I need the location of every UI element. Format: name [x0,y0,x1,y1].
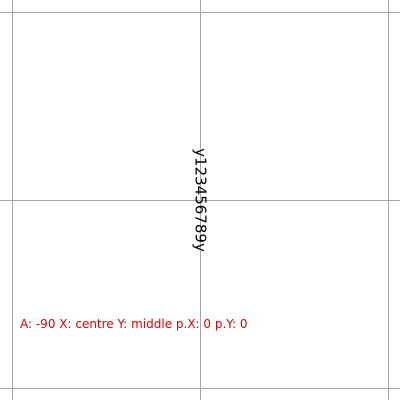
grid-line-horizontal-middle [0,200,400,201]
grid-line-horizontal-bottom [0,388,400,389]
status-readout: A: -90 X: centre Y: middle p.X: 0 p.Y: 0 [20,317,248,331]
rotated-sample-text: y123456789y [191,148,210,252]
grid-line-horizontal-top [0,12,400,13]
